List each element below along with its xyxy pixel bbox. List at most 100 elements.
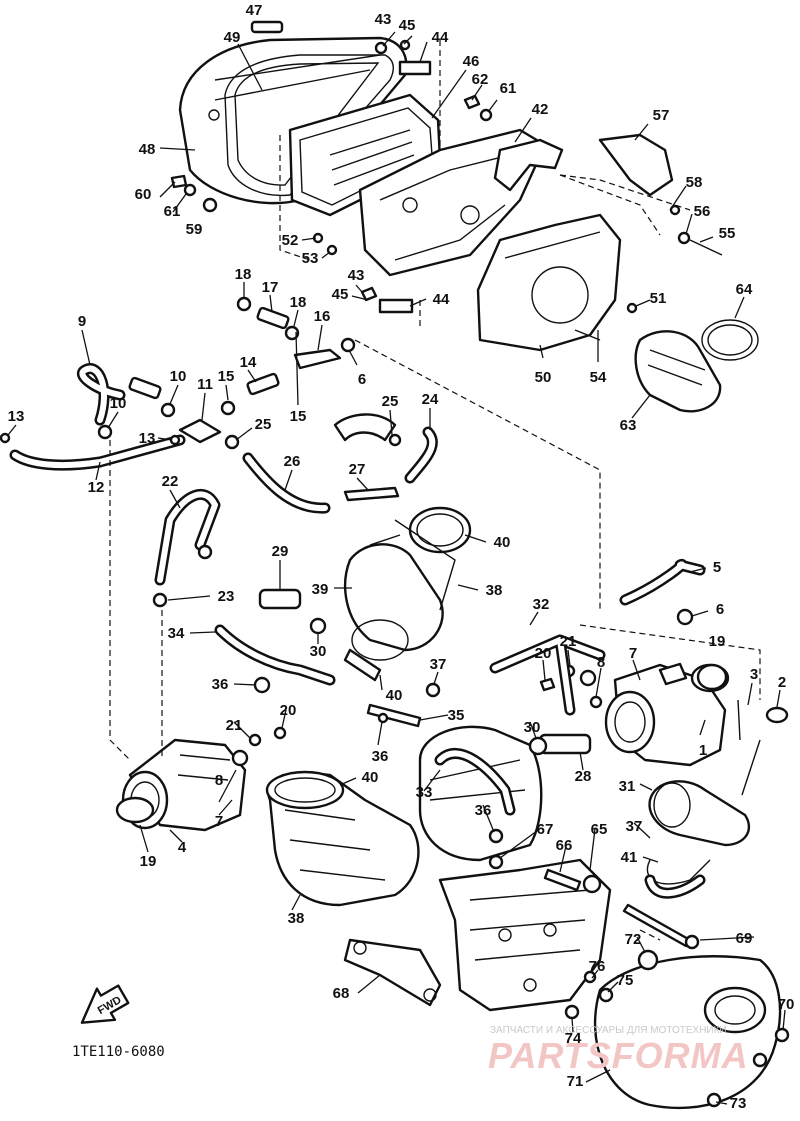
callout-17: 17 xyxy=(262,279,279,296)
throttle-body xyxy=(646,739,761,885)
callout-69: 69 xyxy=(736,930,753,947)
callout-49: 49 xyxy=(224,29,241,46)
callout-25: 25 xyxy=(255,416,272,433)
callout-10: 10 xyxy=(170,368,187,385)
callout-48: 48 xyxy=(139,141,156,158)
callout-43: 43 xyxy=(375,11,392,28)
watermark: ЗАПЧАСТИ И АКСЕССУАРЫ ДЛЯ МОТОТЕХНИКИ PA… xyxy=(488,1025,749,1076)
callout-53: 53 xyxy=(302,250,319,267)
callout-45: 45 xyxy=(332,286,349,303)
fastener-group-lower xyxy=(214,588,790,1108)
callout-47: 47 xyxy=(246,2,263,19)
callout-76: 76 xyxy=(589,958,606,975)
callout-45: 45 xyxy=(399,17,416,34)
callout-7: 7 xyxy=(215,813,223,830)
callout-21: 21 xyxy=(226,717,243,734)
callout-12: 12 xyxy=(88,479,105,496)
callout-15: 15 xyxy=(218,368,235,385)
callout-41: 41 xyxy=(621,849,638,866)
callout-13: 13 xyxy=(139,430,156,447)
callout-30: 30 xyxy=(310,643,327,660)
callout-4: 4 xyxy=(178,839,187,856)
callout-21: 21 xyxy=(560,633,577,650)
callout-2: 2 xyxy=(778,674,786,691)
callout-52: 52 xyxy=(282,232,299,249)
callout-37: 37 xyxy=(430,656,447,673)
callout-74: 74 xyxy=(565,1030,582,1047)
callout-57: 57 xyxy=(653,107,670,124)
callout-39: 39 xyxy=(312,581,329,598)
callout-10: 10 xyxy=(110,395,127,412)
intake-joint-front xyxy=(343,506,472,661)
callout-36: 36 xyxy=(212,676,229,693)
callout-63: 63 xyxy=(620,417,637,434)
side-cover xyxy=(593,949,782,1110)
callout-50: 50 xyxy=(535,369,552,386)
callout-14: 14 xyxy=(240,354,257,371)
callout-72: 72 xyxy=(625,931,642,948)
callout-67: 67 xyxy=(537,821,554,838)
callout-15: 15 xyxy=(290,408,307,425)
callout-44: 44 xyxy=(433,291,450,308)
callout-8: 8 xyxy=(215,772,223,789)
callout-18: 18 xyxy=(290,294,307,311)
callout-70: 70 xyxy=(778,996,795,1013)
watermark-tagline: ЗАПЧАСТИ И АКСЕССУАРЫ ДЛЯ МОТОТЕХНИКИ xyxy=(490,1025,727,1036)
callout-61: 61 xyxy=(500,80,517,97)
callout-8: 8 xyxy=(597,654,605,671)
callout-66: 66 xyxy=(556,837,573,854)
callout-75: 75 xyxy=(617,972,634,989)
callout-59: 59 xyxy=(186,221,203,238)
air-cleaner-cover xyxy=(178,36,408,205)
callout-40: 40 xyxy=(494,534,511,551)
callout-3: 3 xyxy=(750,666,758,683)
callout-73: 73 xyxy=(730,1095,747,1112)
callout-9: 9 xyxy=(78,313,86,330)
leader-lines xyxy=(7,31,786,1105)
callout-34: 34 xyxy=(168,625,185,642)
callout-5: 5 xyxy=(713,559,721,576)
callout-44: 44 xyxy=(432,29,449,46)
callout-labels: 47 43 45 44 49 46 62 61 42 57 48 60 61 5… xyxy=(8,2,795,1112)
callout-7: 7 xyxy=(629,645,637,662)
callout-61: 61 xyxy=(164,203,181,220)
callout-19: 19 xyxy=(709,633,726,650)
callout-35: 35 xyxy=(448,707,465,724)
callout-58: 58 xyxy=(686,174,703,191)
callout-55: 55 xyxy=(719,225,736,242)
callout-18: 18 xyxy=(235,266,252,283)
callout-20: 20 xyxy=(535,645,552,662)
callout-6: 6 xyxy=(716,601,724,618)
callout-26: 26 xyxy=(284,453,301,470)
callout-38: 38 xyxy=(486,582,503,599)
callout-40: 40 xyxy=(386,687,403,704)
air-chamber xyxy=(418,725,543,862)
callout-33: 33 xyxy=(416,784,433,801)
callout-11: 11 xyxy=(197,376,213,393)
diagram-reference-code: 1TE110-6080 xyxy=(72,1044,165,1060)
breather-hose-network xyxy=(0,296,706,608)
callout-36: 36 xyxy=(475,802,492,819)
callout-62: 62 xyxy=(472,71,489,88)
fairing-cover xyxy=(476,213,622,352)
carburetor-front xyxy=(604,662,730,767)
callout-13: 13 xyxy=(8,408,25,425)
intake-manifold-rear xyxy=(265,770,420,907)
callout-64: 64 xyxy=(736,281,753,298)
callout-1: 1 xyxy=(699,742,707,759)
callout-28: 28 xyxy=(575,768,592,785)
fastener-group-top xyxy=(170,20,723,341)
callout-60: 60 xyxy=(135,186,152,203)
callout-42: 42 xyxy=(532,101,549,118)
callout-23: 23 xyxy=(218,588,235,605)
watermark-brand: PARTSFORMA xyxy=(488,1035,749,1076)
callout-24: 24 xyxy=(422,391,439,408)
callout-38: 38 xyxy=(288,910,305,927)
callout-54: 54 xyxy=(590,369,607,386)
air-filter-element xyxy=(288,93,442,217)
callout-37: 37 xyxy=(626,818,643,835)
support-arm xyxy=(343,938,442,1007)
callout-71: 71 xyxy=(567,1073,584,1090)
callout-40: 40 xyxy=(362,769,379,786)
